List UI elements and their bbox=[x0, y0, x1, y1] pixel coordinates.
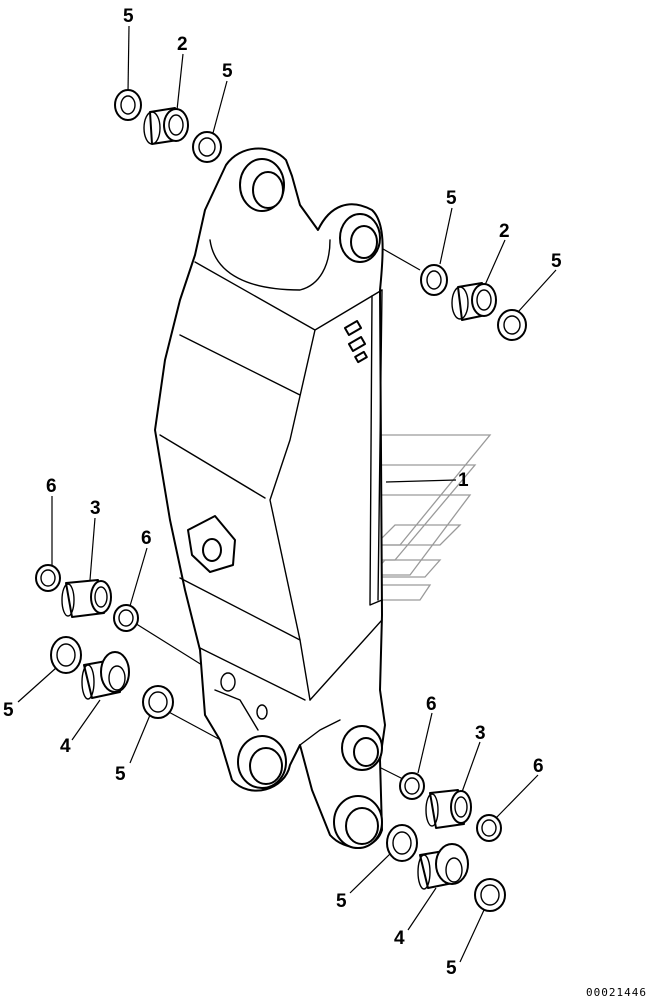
callout-4-left: 4 bbox=[60, 736, 71, 757]
callout-1-arm: 1 bbox=[458, 470, 469, 491]
callout-3-right: 3 bbox=[475, 723, 486, 744]
callout-3-left: 3 bbox=[90, 498, 101, 519]
callout-5-top-left-b: 5 bbox=[222, 61, 233, 82]
part-shim-left-b bbox=[113, 604, 139, 632]
callout-2-top-left: 2 bbox=[177, 34, 188, 55]
part-bushing-left-4 bbox=[81, 651, 130, 700]
part-seal-right-lower-b bbox=[474, 878, 506, 912]
part-seal-top-left-a bbox=[114, 89, 142, 121]
callout-6-right-a: 6 bbox=[426, 694, 437, 715]
callout-6-left-a: 6 bbox=[46, 476, 57, 497]
part-shim-right-a bbox=[399, 772, 425, 800]
part-bushing-left-3 bbox=[61, 579, 112, 618]
part-seal-top-right-b bbox=[497, 309, 527, 341]
drawing-number: 00021446 bbox=[586, 986, 647, 999]
callout-5-right-lower-b: 5 bbox=[446, 958, 457, 979]
part-bushing-right-3 bbox=[425, 789, 472, 829]
part-bushing-top-right bbox=[451, 282, 497, 321]
part-shim-left-a bbox=[35, 564, 61, 592]
arm-body bbox=[154, 147, 386, 849]
part-seal-left-lower-a bbox=[50, 636, 82, 674]
callout-6-left-b: 6 bbox=[141, 528, 152, 549]
callout-2-top-right: 2 bbox=[499, 221, 510, 242]
part-bushing-top-left bbox=[143, 107, 189, 145]
part-bushing-right-4 bbox=[417, 843, 469, 890]
part-seal-right-lower-a bbox=[386, 824, 418, 862]
part-shim-right-b bbox=[476, 814, 502, 842]
callout-5-top-left-a: 5 bbox=[123, 6, 134, 27]
callout-5-right-lower-a: 5 bbox=[336, 891, 347, 912]
part-seal-top-left-b bbox=[192, 131, 222, 163]
part-seal-left-lower-b bbox=[142, 685, 174, 719]
leader-lines bbox=[17, 25, 557, 963]
callout-4-right: 4 bbox=[394, 928, 405, 949]
callout-6-right-b: 6 bbox=[533, 756, 544, 777]
callout-5-left-lower-b: 5 bbox=[115, 764, 126, 785]
callout-5-top-right-b: 5 bbox=[551, 251, 562, 272]
callout-labels: 5 2 5 5 2 5 1 6 3 6 5 4 5 6 3 6 5 4 5 bbox=[3, 6, 562, 979]
callout-5-left-lower-a: 5 bbox=[3, 700, 14, 721]
part-seal-top-right-a bbox=[420, 264, 448, 296]
callout-5-top-right-a: 5 bbox=[446, 188, 457, 209]
